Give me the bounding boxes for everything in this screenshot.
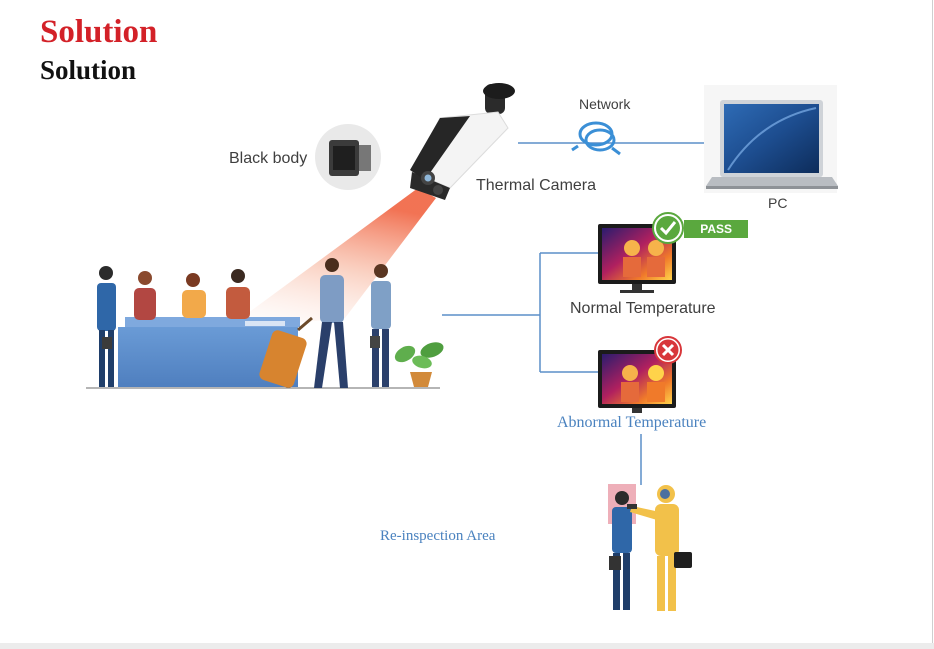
normal-temperature-label: Normal Temperature: [570, 300, 716, 317]
suitcase-icon: [259, 316, 313, 388]
abnormal-temperature-label: Abnormal Temperature: [557, 414, 707, 431]
result-connectors: [442, 252, 642, 485]
person-icon: [370, 264, 391, 387]
slide-title-red: Solution: [40, 14, 158, 50]
network-label: Network: [579, 96, 631, 112]
black-body-device-icon: [315, 124, 381, 190]
thermal-camera-icon: [410, 83, 515, 200]
pass-badge: PASS: [684, 220, 748, 238]
slide-title-black: Solution: [40, 55, 137, 85]
person-icon: [97, 266, 116, 387]
staff-group: [134, 269, 250, 320]
black-body-label: Black body: [229, 150, 308, 167]
reinspection-area-label: Re-inspection Area: [380, 528, 496, 544]
briefcase-icon: [674, 552, 692, 568]
cross-icon: [654, 336, 682, 364]
reinspection-scene: [608, 484, 692, 611]
person-icon: [314, 258, 348, 388]
network-cable-icon: [571, 121, 621, 156]
abnormal-monitor-icon: [598, 350, 676, 413]
check-icon: [652, 212, 684, 244]
person-icon: [609, 491, 632, 610]
person-icon: [182, 273, 206, 318]
hazmat-inspector-icon: [627, 485, 679, 611]
person-icon: [134, 271, 156, 320]
thermal-camera-label: Thermal Camera: [476, 177, 597, 194]
plant-icon: [394, 342, 444, 387]
laptop-icon: [704, 85, 838, 193]
pc-label: PC: [768, 195, 788, 211]
bottom-scrollbar[interactable]: [0, 643, 934, 649]
person-icon: [226, 269, 250, 319]
